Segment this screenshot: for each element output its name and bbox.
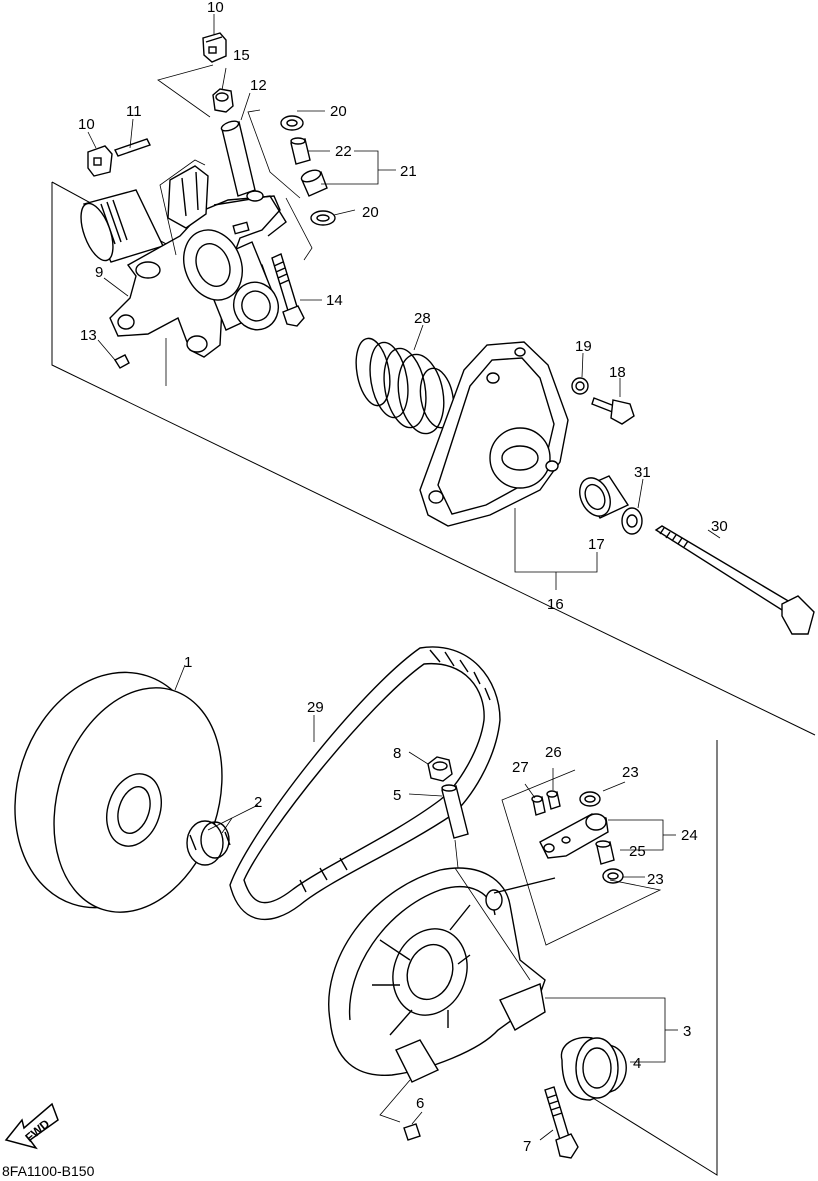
callout-19: 19 [575, 338, 592, 355]
part-plug-13 [113, 354, 130, 369]
fwd-arrow-icon: FWD [4, 1102, 59, 1150]
callout-8: 8 [393, 745, 401, 762]
callout-9: 9 [95, 264, 103, 281]
callout-7: 7 [523, 1138, 531, 1155]
part-washer-23-bottom [602, 868, 624, 884]
callout-13: 13 [80, 327, 97, 344]
part-spring-28 [355, 337, 455, 435]
part-washer-31 [621, 507, 643, 535]
callout-4: 4 [633, 1055, 641, 1072]
part-clip-10-top [202, 32, 227, 63]
callout-26: 26 [545, 744, 562, 761]
callout-16: 16 [547, 596, 564, 613]
part-nut-8 [427, 756, 453, 782]
part-fixed-sheave-1 [14, 671, 223, 913]
part-sleeve-5 [441, 784, 469, 839]
callout-2: 2 [254, 794, 262, 811]
callout-30: 30 [711, 518, 728, 535]
callout-14: 14 [326, 292, 343, 309]
part-bolt-14 [271, 253, 305, 327]
part-bushing-25 [595, 840, 615, 865]
callout-29: 29 [307, 699, 324, 716]
callout-12: 12 [250, 77, 267, 94]
part-clip-10-left [87, 145, 113, 177]
callout-21: 21 [400, 163, 417, 180]
part-collar-21 [300, 169, 328, 197]
part-spider-hub-9 [80, 165, 287, 358]
callout-22: 22 [335, 143, 352, 160]
part-plug-6 [403, 1123, 421, 1141]
callout-31: 31 [634, 464, 651, 481]
callout-24: 24 [681, 827, 698, 844]
callout-3: 3 [683, 1023, 691, 1040]
callout-10-top: 10 [207, 0, 224, 16]
part-washer-19 [571, 377, 589, 395]
diagram-code: 8FA1100-B150 [2, 1163, 95, 1179]
callout-labels: 10 15 12 11 10 20 22 21 20 9 14 13 28 19… [78, 0, 728, 1155]
part-pin-27 [531, 795, 546, 816]
part-washer-23-top [579, 791, 601, 807]
part-movable-sheave-3 [328, 867, 556, 1083]
part-weight-arm-24 [539, 813, 609, 859]
part-bolt-30 [654, 525, 815, 635]
callout-5: 5 [393, 787, 401, 804]
part-drive-belt-29 [229, 646, 501, 920]
callout-23-top: 23 [622, 764, 639, 781]
callout-27: 27 [512, 759, 529, 776]
callout-1: 1 [184, 654, 192, 671]
part-bushing-22 [290, 137, 311, 165]
part-bushing-2 [186, 820, 231, 866]
callout-6: 6 [416, 1095, 424, 1112]
part-nut-15 [212, 88, 234, 113]
part-pin-11 [114, 138, 151, 157]
part-pin-26 [546, 790, 561, 810]
callout-15: 15 [233, 47, 250, 64]
part-spring-cover-16 [419, 341, 569, 527]
part-washer-20-lower [310, 210, 336, 226]
callout-23-bottom: 23 [647, 871, 664, 888]
callout-20-lower: 20 [362, 204, 379, 221]
part-sleeve-12 [220, 120, 256, 197]
leader-lines [87, 14, 721, 1141]
callout-11: 11 [126, 103, 142, 120]
part-bolt-7 [544, 1086, 579, 1159]
part-bushing-4 [560, 1036, 627, 1101]
part-bolt-18 [591, 397, 635, 425]
callout-17: 17 [588, 536, 605, 553]
callout-20-top: 20 [330, 103, 347, 120]
callout-18: 18 [609, 364, 626, 381]
callout-25: 25 [629, 843, 646, 860]
callout-28: 28 [414, 310, 431, 327]
callout-10-left: 10 [78, 116, 95, 133]
part-bushing-17 [579, 475, 630, 519]
part-washer-20-top [280, 115, 304, 131]
